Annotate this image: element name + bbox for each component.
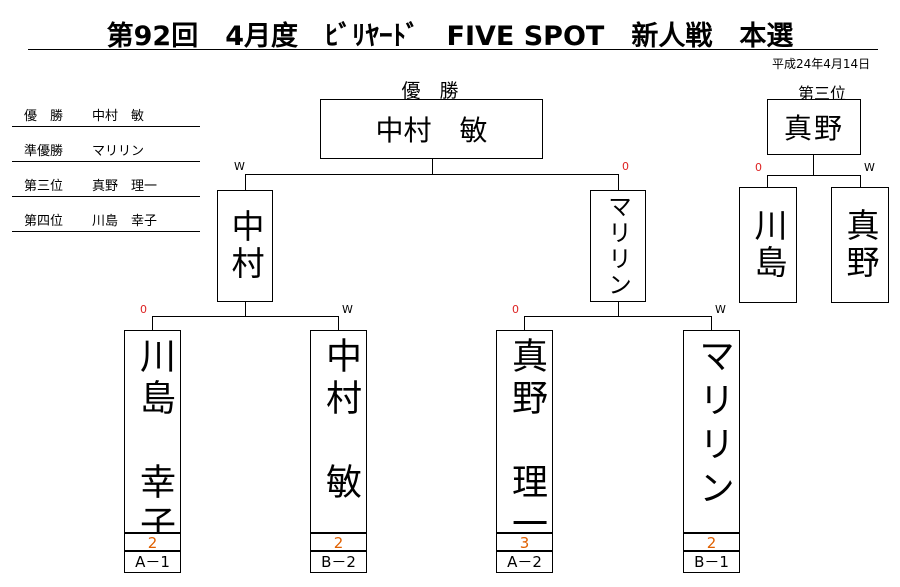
bracket-line xyxy=(618,174,619,190)
page-title: 第92回 4月度 ﾋﾞﾘﾔｰﾄﾞ FIVE SPOT 新人戦 本選 xyxy=(106,21,794,52)
third-place-box: 真野 xyxy=(767,99,861,155)
player-score: 3 xyxy=(496,533,553,552)
title-underline xyxy=(28,49,878,50)
result-marker: 0 xyxy=(622,160,629,173)
bracket-line xyxy=(152,316,338,317)
player-box: 中村 敏 xyxy=(310,330,367,533)
result-marker: 0 xyxy=(512,303,519,316)
result-marker: W xyxy=(864,161,875,174)
ranking-row-3: 第三位 真野 理一 xyxy=(12,172,200,197)
player-box: 真野 理一 xyxy=(496,330,553,547)
bracket-line xyxy=(152,316,153,330)
result-marker: W xyxy=(234,160,245,173)
result-marker: W xyxy=(342,303,353,316)
semi-right-box: マリリン xyxy=(590,190,646,302)
champion-box: 中村 敏 xyxy=(320,99,543,159)
result-marker: W xyxy=(715,303,726,316)
bracket-line xyxy=(767,175,860,176)
event-date: 平成24年4月14日 xyxy=(772,57,871,71)
ranking-label: 第三位 xyxy=(24,179,64,194)
player-score: 2 xyxy=(310,533,367,552)
third-place-label: 第三位 xyxy=(797,84,846,103)
result-marker: 0 xyxy=(140,303,147,316)
bracket-line xyxy=(245,174,246,190)
ranking-label: 第四位 xyxy=(24,214,64,229)
player-score: 2 xyxy=(124,533,181,552)
ranking-row-1: 優 勝 中村 敏 xyxy=(12,102,200,127)
ranking-label: 準優勝 xyxy=(24,144,64,159)
player-code: B－2 xyxy=(310,551,367,573)
player-score: 2 xyxy=(683,533,740,552)
player-box: 川島 幸子 xyxy=(124,330,181,547)
third-match-right-box: 真野 xyxy=(831,187,889,303)
player-box: マリリン xyxy=(683,330,740,533)
bracket-line xyxy=(245,302,246,316)
semi-left-box: 中村 xyxy=(217,190,273,302)
bracket-line xyxy=(767,175,768,187)
ranking-row-4: 第四位 川島 幸子 xyxy=(12,207,200,232)
ranking-name: 中村 敏 xyxy=(92,109,145,124)
ranking-row-2: 準優勝 マリリン xyxy=(12,137,200,162)
bracket-line xyxy=(524,316,711,317)
champion-label: 優 勝 xyxy=(401,80,459,102)
third-match-left-box: 川島 xyxy=(739,187,797,303)
bracket-line xyxy=(245,174,618,175)
result-marker: 0 xyxy=(755,161,762,174)
player-code: A－2 xyxy=(496,551,553,573)
bracket-line xyxy=(524,316,525,330)
ranking-name: 真野 理一 xyxy=(92,179,158,194)
bracket-line xyxy=(860,175,861,187)
bracket-line xyxy=(432,159,433,174)
ranking-name: マリリン xyxy=(92,144,145,159)
bracket-line xyxy=(711,316,712,330)
ranking-name: 川島 幸子 xyxy=(92,214,158,229)
player-code: A－1 xyxy=(124,551,181,573)
bracket-line xyxy=(618,302,619,316)
bracket-line xyxy=(338,316,339,330)
ranking-label: 優 勝 xyxy=(24,109,64,124)
player-code: B－1 xyxy=(683,551,740,573)
bracket-line xyxy=(813,155,814,175)
